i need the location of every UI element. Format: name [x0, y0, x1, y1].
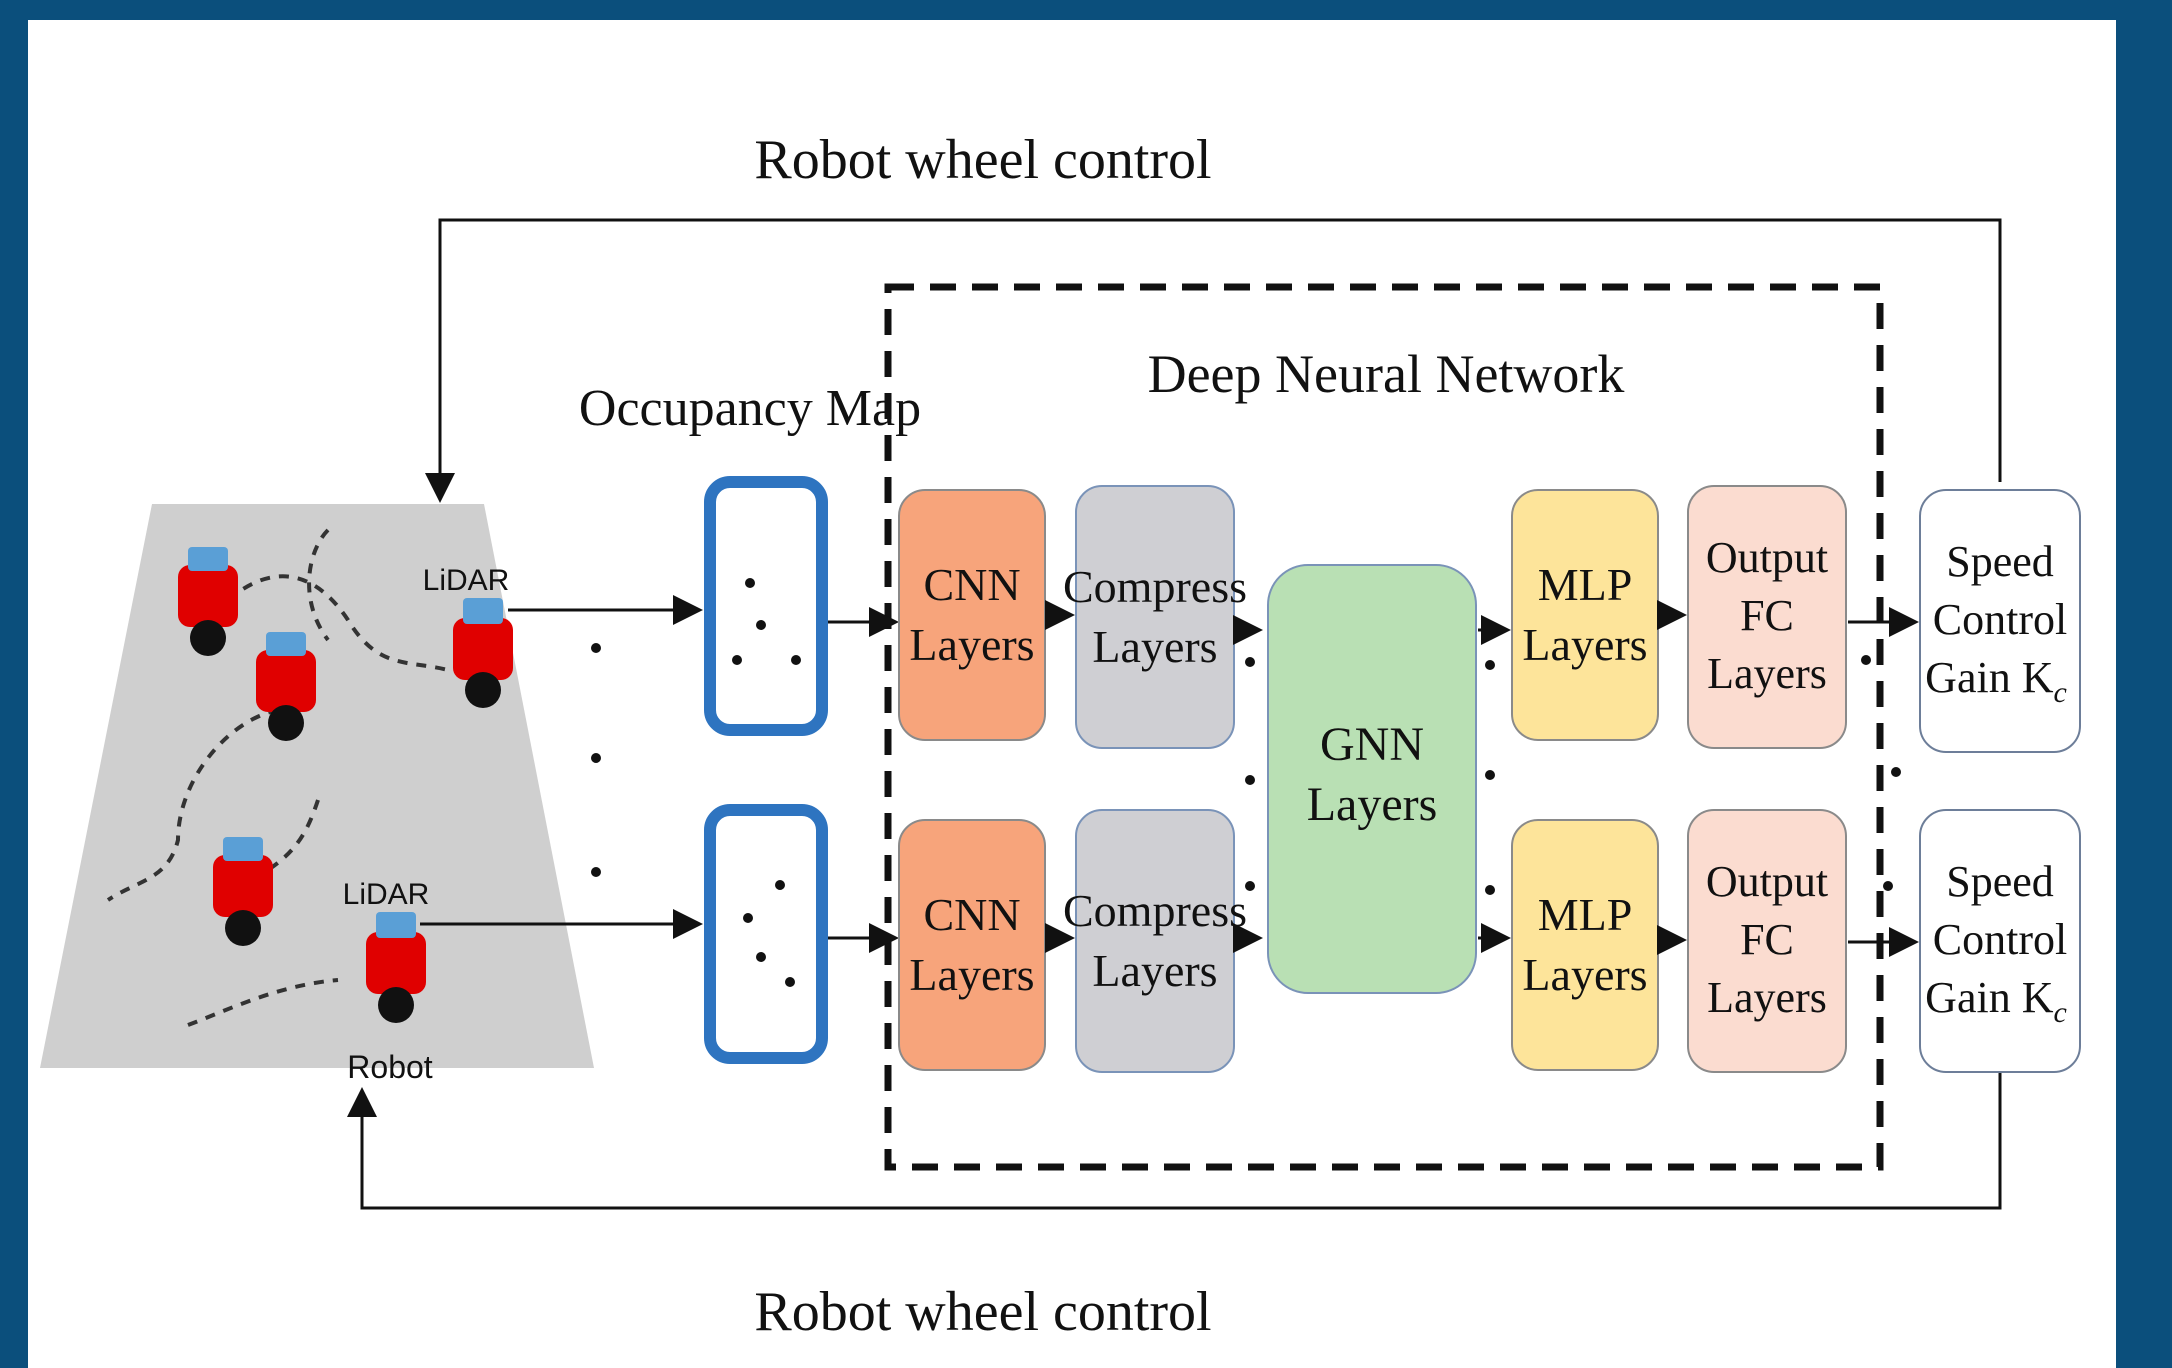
diagram-svg: Robot wheel control Robot wheel control … — [28, 20, 2116, 1368]
svg-text:Layers: Layers — [909, 949, 1034, 1000]
speed-gain-block-top: Speed Control Gain Kc — [1920, 490, 2080, 752]
mlp-block-top: MLP Layers — [1512, 490, 1658, 740]
dnn-title: Deep Neural Network — [1148, 344, 1625, 404]
svg-text:Compress: Compress — [1063, 885, 1247, 936]
top-loop-label: Robot wheel control — [754, 129, 1211, 191]
svg-text:FC: FC — [1740, 591, 1794, 640]
occupancy-map-top — [710, 482, 822, 730]
cnn-block-top: CNN Layers — [899, 490, 1045, 740]
ellipsis-dots — [591, 643, 601, 877]
occupancy-map-title: Occupancy Map — [579, 380, 921, 437]
robot-label: Robot — [347, 1049, 433, 1085]
lidar-icon — [376, 912, 416, 938]
cnn-block-bottom: CNN Layers — [899, 820, 1045, 1070]
svg-text:Output: Output — [1706, 533, 1828, 582]
svg-text:Layers: Layers — [1092, 621, 1217, 672]
svg-text:Layers: Layers — [909, 619, 1034, 670]
svg-text:Layers: Layers — [1092, 945, 1217, 996]
lidar-label-top: LiDAR — [423, 564, 510, 597]
ellipsis-dots — [1485, 660, 1495, 895]
svg-text:CNN: CNN — [923, 559, 1020, 610]
svg-text:Control: Control — [1933, 915, 2067, 964]
mlp-block-bottom: MLP Layers — [1512, 820, 1658, 1070]
svg-text:Control: Control — [1933, 595, 2067, 644]
svg-text:Layers: Layers — [1707, 973, 1827, 1022]
svg-text:Layers: Layers — [1707, 649, 1827, 698]
svg-text:Layers: Layers — [1307, 778, 1438, 831]
svg-text:Gain Kc: Gain Kc — [1925, 973, 2067, 1029]
feedback-loop-bottom — [362, 1060, 2000, 1208]
output-fc-block-top: Output FC Layers — [1688, 486, 1846, 748]
occupancy-map-bottom — [710, 810, 822, 1058]
svg-text:MLP: MLP — [1538, 889, 1633, 940]
gnn-block: GNN Layers — [1268, 565, 1476, 993]
diagram-canvas: Robot wheel control Robot wheel control … — [28, 20, 2116, 1368]
compress-block-bottom: Compress Layers — [1063, 810, 1247, 1072]
lidar-label-bottom: LiDAR — [343, 878, 430, 911]
output-fc-block-bottom: Output FC Layers — [1688, 810, 1846, 1072]
svg-text:Layers: Layers — [1522, 619, 1647, 670]
svg-text:Output: Output — [1706, 857, 1828, 906]
svg-text:MLP: MLP — [1538, 559, 1633, 610]
ellipsis-dots — [1245, 657, 1255, 891]
svg-text:Speed: Speed — [1946, 537, 2054, 586]
compress-block-top: Compress Layers — [1063, 486, 1247, 748]
svg-text:Gain Kc: Gain Kc — [1925, 653, 2067, 709]
svg-text:CNN: CNN — [923, 889, 1020, 940]
svg-text:Speed: Speed — [1946, 857, 2054, 906]
svg-text:GNN: GNN — [1320, 718, 1424, 771]
svg-text:Layers: Layers — [1522, 949, 1647, 1000]
svg-text:FC: FC — [1740, 915, 1794, 964]
lidar-icon — [463, 598, 503, 624]
speed-gain-block-bottom: Speed Control Gain Kc — [1920, 810, 2080, 1072]
bottom-loop-label: Robot wheel control — [754, 1281, 1211, 1343]
svg-text:Compress: Compress — [1063, 561, 1247, 612]
